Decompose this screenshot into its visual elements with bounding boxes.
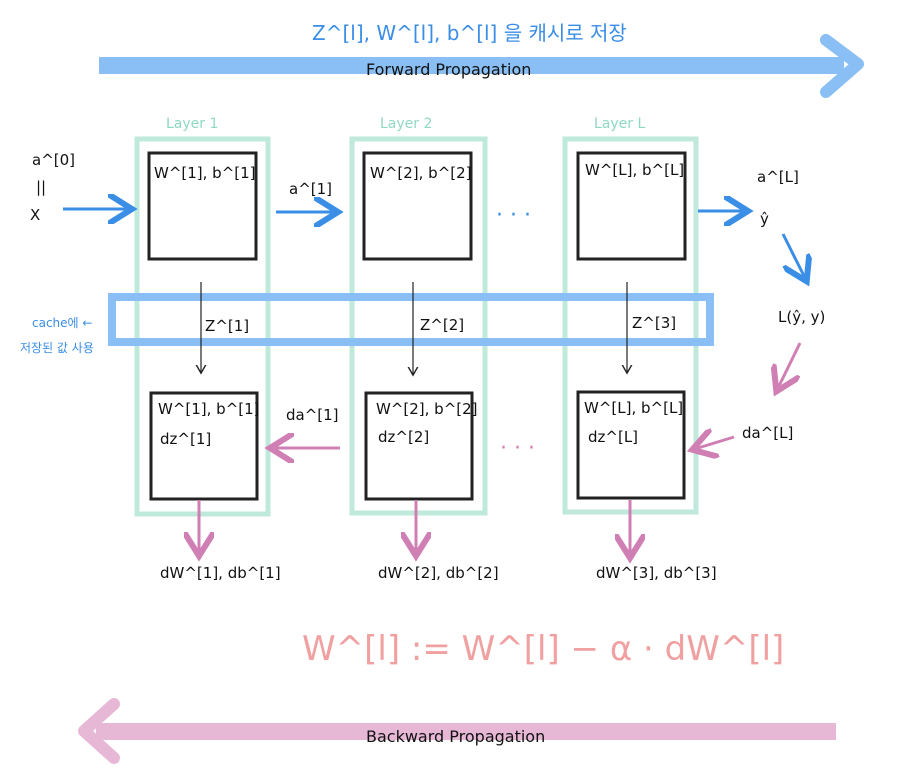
backward-block-1-dz: dz^[1]	[160, 430, 211, 448]
forward-block-1	[147, 151, 258, 261]
forward-block-1-params: W^[1], b^[1]	[154, 164, 256, 182]
forward-block-l-params: W^[L], b^[L]	[585, 161, 684, 179]
loss-label: L(ŷ, y)	[778, 308, 825, 326]
z-1-label: Z^[1]	[205, 317, 249, 335]
grads-3-label: dW^[3], db^[3]	[596, 564, 717, 582]
grads-1-label: dW^[1], db^[1]	[160, 564, 281, 582]
z-3-label: Z^[3]	[632, 314, 676, 332]
backward-propagation-label: Backward Propagation	[366, 727, 545, 746]
backward-block-2-dz: dz^[2]	[378, 428, 429, 446]
backward-block-1	[149, 391, 259, 501]
layer-l-label: Layer L	[594, 116, 645, 132]
layer-2-label: Layer 2	[380, 116, 432, 132]
backward-block-l	[576, 390, 686, 500]
cache-note-title: Z^[l], W^[l], b^[l] 을 캐시로 저장	[312, 21, 627, 45]
cache-note-line2: 저장된 값 사용	[20, 341, 94, 355]
a1-label: a^[1]	[289, 180, 332, 198]
da-l-label: da^[L]	[742, 424, 793, 442]
backward-block-2	[364, 391, 474, 501]
input-x-label: X	[30, 206, 40, 224]
output-yhat-label: ŷ	[760, 210, 769, 228]
update-rule: W^[l] := W^[l] − α · dW^[l]	[302, 629, 784, 669]
backward-block-l-params: W^[L], b^[L]	[584, 399, 683, 417]
cache-band	[108, 293, 714, 346]
da-1-label: da^[1]	[286, 406, 339, 424]
input-equals-label: ||	[36, 178, 46, 196]
forward-block-2	[362, 151, 473, 261]
input-a0-label: a^[0]	[32, 151, 75, 169]
layer-1-label: Layer 1	[166, 116, 218, 132]
z-2-label: Z^[2]	[420, 316, 464, 334]
layer-2-frame	[349, 136, 488, 516]
forward-dots: · · ·	[496, 203, 531, 228]
output-al-label: a^[L]	[757, 168, 799, 186]
forward-propagation-arrow	[99, 34, 864, 98]
forward-propagation-label: Forward Propagation	[366, 60, 531, 79]
backward-block-l-dz: dz^[L]	[588, 428, 638, 446]
forward-block-2-params: W^[2], b^[2]	[370, 164, 472, 182]
forward-block-l	[576, 151, 687, 261]
grads-2-label: dW^[2], db^[2]	[378, 564, 499, 582]
backward-block-2-params: W^[2], b^[2]	[376, 400, 478, 418]
backward-block-1-params: W^[1], b^[1]	[158, 400, 260, 418]
backward-propagation-arrow	[78, 698, 836, 764]
backward-dots: · · ·	[500, 436, 535, 461]
cache-note-line1: cache에 ←	[32, 316, 92, 330]
layer-1-frame	[134, 136, 271, 517]
